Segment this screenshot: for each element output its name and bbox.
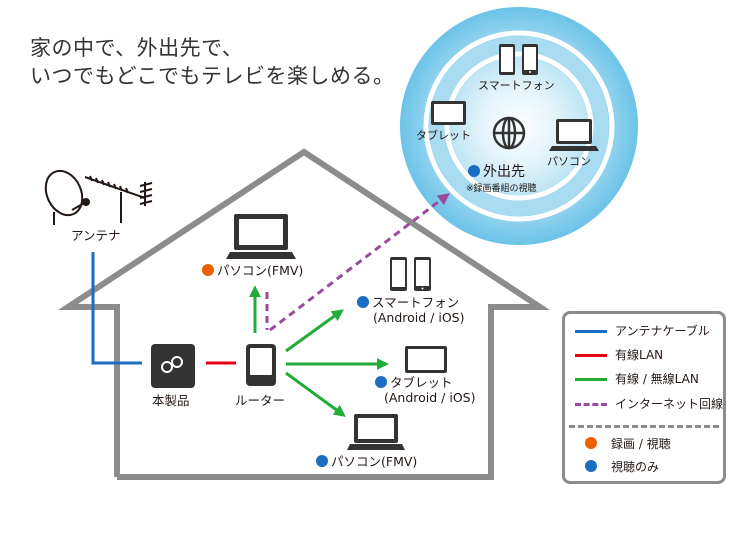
product-label: 本製品	[152, 393, 190, 408]
home-pc-bottom-label-text: パソコン(FMV)	[331, 454, 418, 469]
antenna-icon	[44, 169, 153, 225]
laptop-icon	[549, 119, 599, 151]
legend-label: 有線 / 無線LAN	[615, 372, 699, 386]
view-only-dot	[585, 460, 597, 472]
outside-smartphone-label: スマートフォン	[478, 79, 555, 92]
legend-label: 録画 / 視聴	[611, 437, 671, 451]
legend-line-swatch	[575, 378, 607, 381]
record-view-dot	[585, 437, 597, 449]
legend-label: 有線LAN	[615, 348, 664, 362]
view-only-dot	[468, 165, 480, 177]
infinity-logo-icon	[161, 356, 183, 373]
home-tablet-label-text: タブレット	[390, 375, 453, 390]
legend-item-antenna-cable: アンテナケーブル	[575, 323, 710, 339]
legend-item-internet-line: インターネット回線	[575, 396, 723, 412]
outside-tablet-label: タブレット	[416, 129, 471, 142]
laptop-icon	[226, 214, 296, 259]
tablet-icon	[405, 346, 447, 373]
wired-wireless-lan-arrows	[249, 285, 389, 417]
outside-circle	[400, 7, 638, 245]
view-only-dot	[375, 376, 387, 388]
tablet-icon	[431, 101, 466, 125]
product-device-icon	[151, 344, 195, 388]
home-pc-top-label: パソコン(FMV)	[202, 264, 303, 278]
outside-note: ※録画番組の視聴	[466, 184, 537, 194]
headline: 家の中で、外出先で、 いつでもどこでもテレビを楽しめる。	[30, 34, 394, 90]
home-pc-bottom-label: パソコン(FMV)	[316, 455, 417, 469]
legend-item-record-view: 録画 / 視聴	[585, 436, 671, 452]
view-only-dot	[357, 296, 369, 308]
legend-label: アンテナケーブル	[615, 324, 710, 338]
laptop-icon	[347, 414, 405, 450]
antenna-label: アンテナ	[71, 228, 121, 243]
smartphone-icon	[499, 44, 538, 75]
view-only-dot	[316, 455, 328, 467]
outside-title: 外出先	[468, 165, 525, 179]
outside-pc-label: パソコン	[547, 155, 591, 168]
home-pc-top-label-text: パソコン(FMV)	[217, 263, 304, 278]
legend-line-swatch	[575, 403, 607, 406]
legend-line-swatch	[575, 330, 607, 333]
home-smartphone-label: スマートフォン	[357, 296, 459, 310]
internet-line	[265, 193, 450, 332]
headline-line-1: 家の中で、外出先で、	[30, 36, 244, 60]
legend: アンテナケーブル 有線LAN 有線 / 無線LAN インターネット回線 録画 /…	[562, 311, 726, 484]
router-icon	[246, 344, 276, 386]
legend-line-swatch	[575, 354, 607, 357]
legend-item-wired-lan: 有線LAN	[575, 347, 663, 363]
home-smartphone-label-text: スマートフォン	[372, 295, 460, 310]
legend-label: インターネット回線	[615, 397, 724, 411]
globe-icon	[492, 116, 526, 150]
home-tablet-label: タブレット	[375, 376, 453, 390]
legend-item-view-only: 視聴のみ	[585, 459, 659, 475]
home-tablet-sublabel: (Android / iOS)	[384, 390, 476, 405]
smartphone-icon	[390, 257, 431, 291]
legend-label: 視聴のみ	[611, 460, 660, 474]
home-smartphone-sublabel: (Android / iOS)	[373, 310, 465, 325]
legend-divider	[569, 425, 719, 428]
record-view-dot	[202, 264, 214, 276]
house-outline	[57, 148, 551, 480]
headline-line-2: いつでもどこでもテレビを楽しめる。	[30, 64, 395, 88]
router-label: ルーター	[235, 393, 286, 408]
antenna-cable	[91, 252, 142, 365]
legend-item-wired-wireless-lan: 有線 / 無線LAN	[575, 371, 699, 387]
outside-title-text: 外出先	[483, 164, 525, 180]
